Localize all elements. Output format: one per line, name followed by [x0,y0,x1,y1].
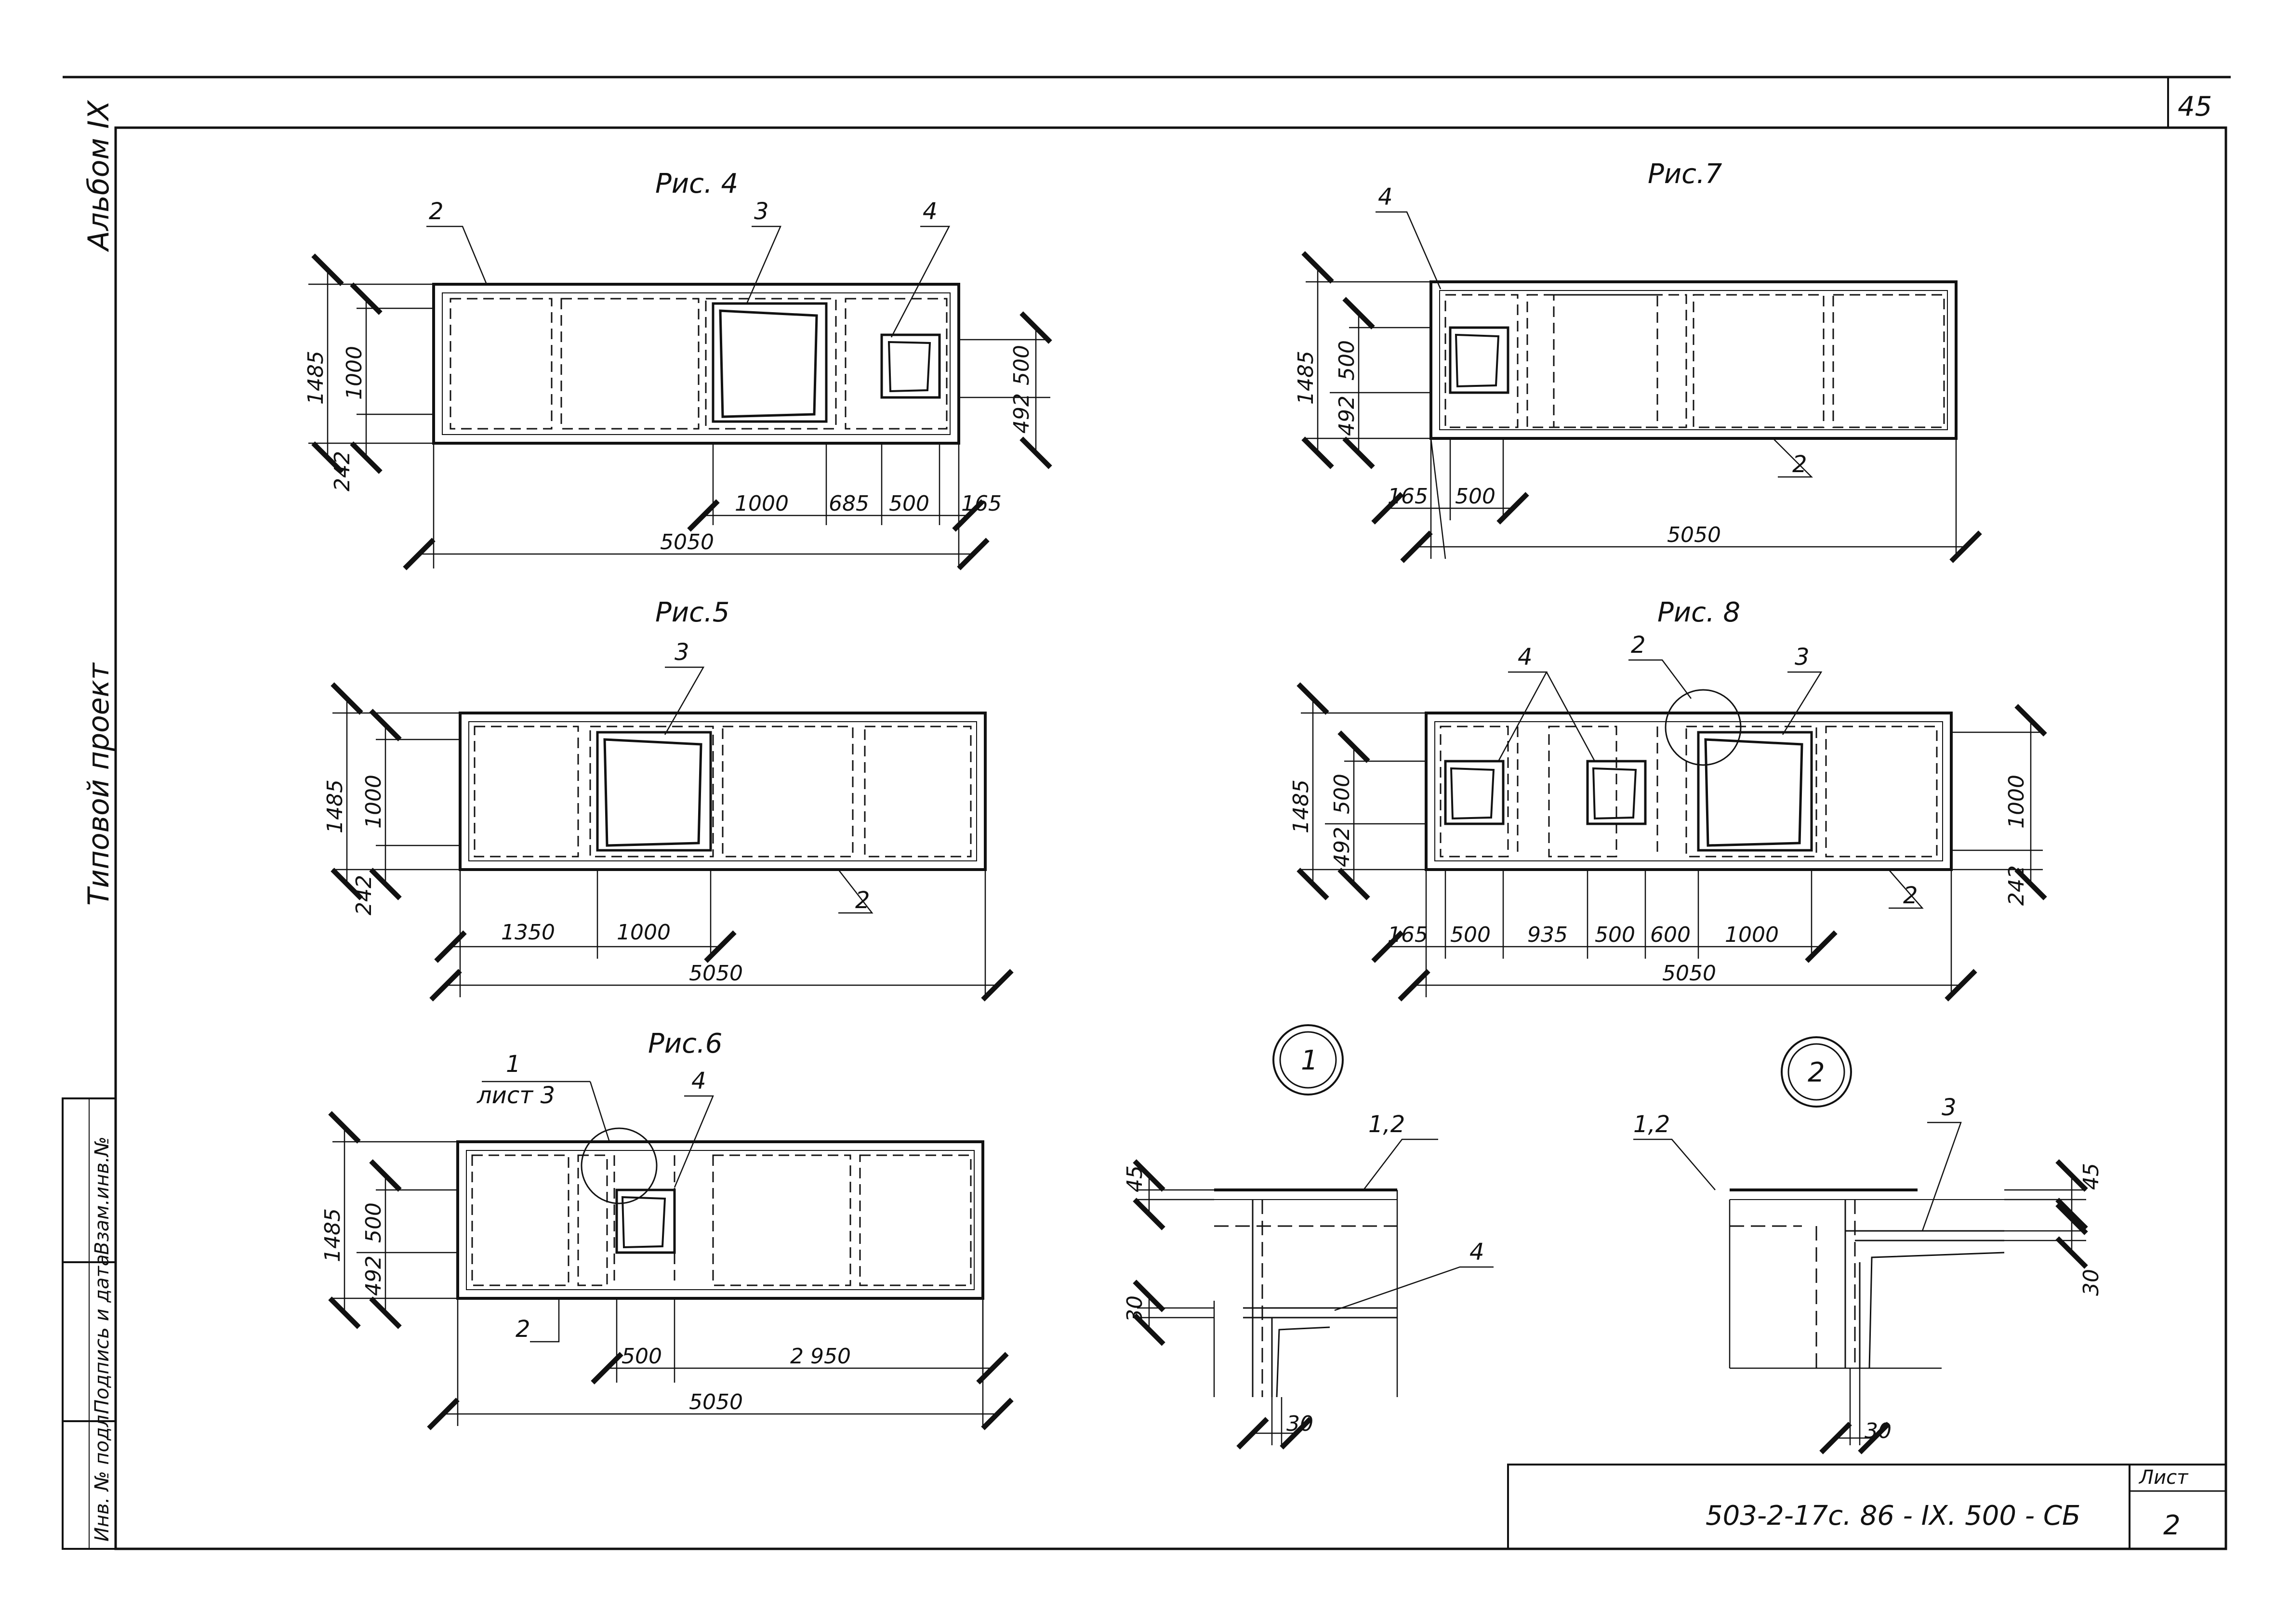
detail-2-dim-bottom: 30 [1865,1419,1892,1443]
detail-2: 2 1,2 3 45 30 30 [1633,1036,2104,1454]
side-project-label: Типовой проект [82,662,116,906]
detail-1-marker: 1 [1301,1045,1318,1076]
fig4-dim-height: 1485 [304,351,328,405]
fig8-dim-right-h: 1000 [2004,775,2029,829]
fig4-dim-d4: 165 [961,491,1002,516]
figure-6: Рис.6 [320,1028,1014,1430]
figure-5: Рис.5 [323,597,1014,1002]
fig8-dim-height: 1485 [1289,779,1313,833]
fig5-dim-d1: 1350 [501,920,555,945]
drawing-code: 503-2-17с. 86 - IX. 500 - СБ [1706,1500,2080,1532]
side-album-label: Альбом IX [82,100,116,252]
detail-1: 1 1,2 4 45 30 30 [1123,1024,1494,1450]
fig7-dim-d1: 165 [1388,484,1428,509]
fig6-dim-d2: 2 950 [790,1344,851,1369]
fig8-callout-4: 4 [1518,644,1533,671]
detail-1-callout-12: 1,2 [1368,1111,1405,1138]
fig6-callout-1: 1 [506,1051,521,1078]
detail-2-callout-3: 3 [1942,1094,1957,1121]
fig4-dim-total: 5050 [660,530,714,555]
fig4-dim-d2: 685 [829,491,869,516]
fig8-callout-3: 3 [1795,644,1810,671]
fig7-dim-total: 5050 [1667,523,1721,547]
fig5-callout-2: 2 [855,887,870,914]
detail-2-callout-12: 1,2 [1633,1111,1670,1138]
figure-8-title: Рис. 8 [1657,597,1740,628]
fig8-callout-2-top: 2 [1631,632,1646,659]
fig8-dim-total: 5050 [1662,961,1716,986]
detail-1-dim-mid: 30 [1123,1295,1147,1322]
fig8-dim-d5: 600 [1650,923,1691,947]
figure-4: Рис. 4 [304,168,1052,570]
fig8-dim-d1: 165 [1388,923,1428,947]
stamp-sign-label: Подпись и дата [91,1254,113,1414]
fig5-dim-opening: 1000 [361,775,386,829]
fig5-dim-height: 1485 [323,779,347,833]
detail-1-callout-4: 4 [1469,1239,1484,1266]
fig8-dim-d2: 500 [1450,923,1491,947]
figure-4-title: Рис. 4 [655,168,738,199]
fig5-dim-d2: 1000 [617,920,671,945]
fig6-callout-4: 4 [691,1068,706,1095]
fig4-dim-d3: 500 [889,491,929,516]
fig8-dim-small-h: 500 [1330,774,1354,814]
stamp-inv-label: Инв. № подл. [91,1409,113,1542]
fig7-callout-2: 2 [1792,451,1807,478]
fig7-dim-small-h: 500 [1335,340,1359,381]
figure-5-title: Рис.5 [655,597,729,628]
detail-2-marker: 2 [1808,1057,1825,1088]
fig8-dim-d3: 935 [1527,923,1568,947]
detail-2-dim-mid: 30 [2079,1269,2104,1296]
list-label: Лист [2138,1466,2189,1489]
fig4-dim-opening: 1000 [342,346,367,400]
fig4-dim-small-h: 500 [1009,345,1034,385]
fig8-dim-right-b: 242 [2004,865,2029,906]
fig7-dim-d2: 500 [1455,484,1495,509]
fig4-callout-3: 3 [754,198,769,225]
detail-2-dim-top: 45 [2079,1163,2104,1190]
detail-1-dim-top: 45 [1123,1165,1147,1192]
fig6-dim-height: 1485 [320,1208,345,1262]
fig4-dim-bottom: 242 [330,451,355,491]
detail-1-dim-bottom: 30 [1286,1412,1313,1436]
fig4-callout-2: 2 [429,198,444,225]
page-number: 45 [2178,91,2212,122]
figure-7: Рис.7 [1294,158,1982,563]
figure-8: Рис. 8 [1289,597,2047,1002]
fig6-callout-2: 2 [516,1316,530,1343]
fig4-dim-d1: 1000 [735,491,789,516]
stamp-replace-label: Взам.инв.№ [91,1136,113,1255]
fig5-callout-3: 3 [675,639,689,666]
figure-6-title: Рис.6 [648,1028,722,1059]
fig6-dim-small-h: 500 [361,1202,386,1243]
fig6-dim-total: 5050 [689,1390,743,1414]
fig8-dim-d6: 1000 [1725,923,1779,947]
sheet-frame [62,76,2231,1550]
fig7-callout-4: 4 [1378,184,1393,211]
figure-7-title: Рис.7 [1648,158,1722,190]
fig6-dim-small-b: 492 [361,1255,386,1296]
fig4-callout-4: 4 [923,198,938,225]
fig5-dim-total: 5050 [689,961,743,986]
fig8-dim-small-b: 492 [1330,827,1354,867]
fig8-dim-d4: 500 [1595,923,1635,947]
list-number: 2 [2163,1510,2181,1541]
fig8-callout-2-bottom: 2 [1903,882,1918,909]
fig4-dim-small-b: 492 [1009,393,1034,434]
fig6-sheet-ref: лист 3 [476,1082,555,1109]
fig5-dim-bottom: 242 [352,875,376,915]
fig6-dim-d1: 500 [622,1344,662,1369]
fig7-dim-small-b: 492 [1335,396,1359,436]
fig7-dim-height: 1485 [1294,351,1318,405]
